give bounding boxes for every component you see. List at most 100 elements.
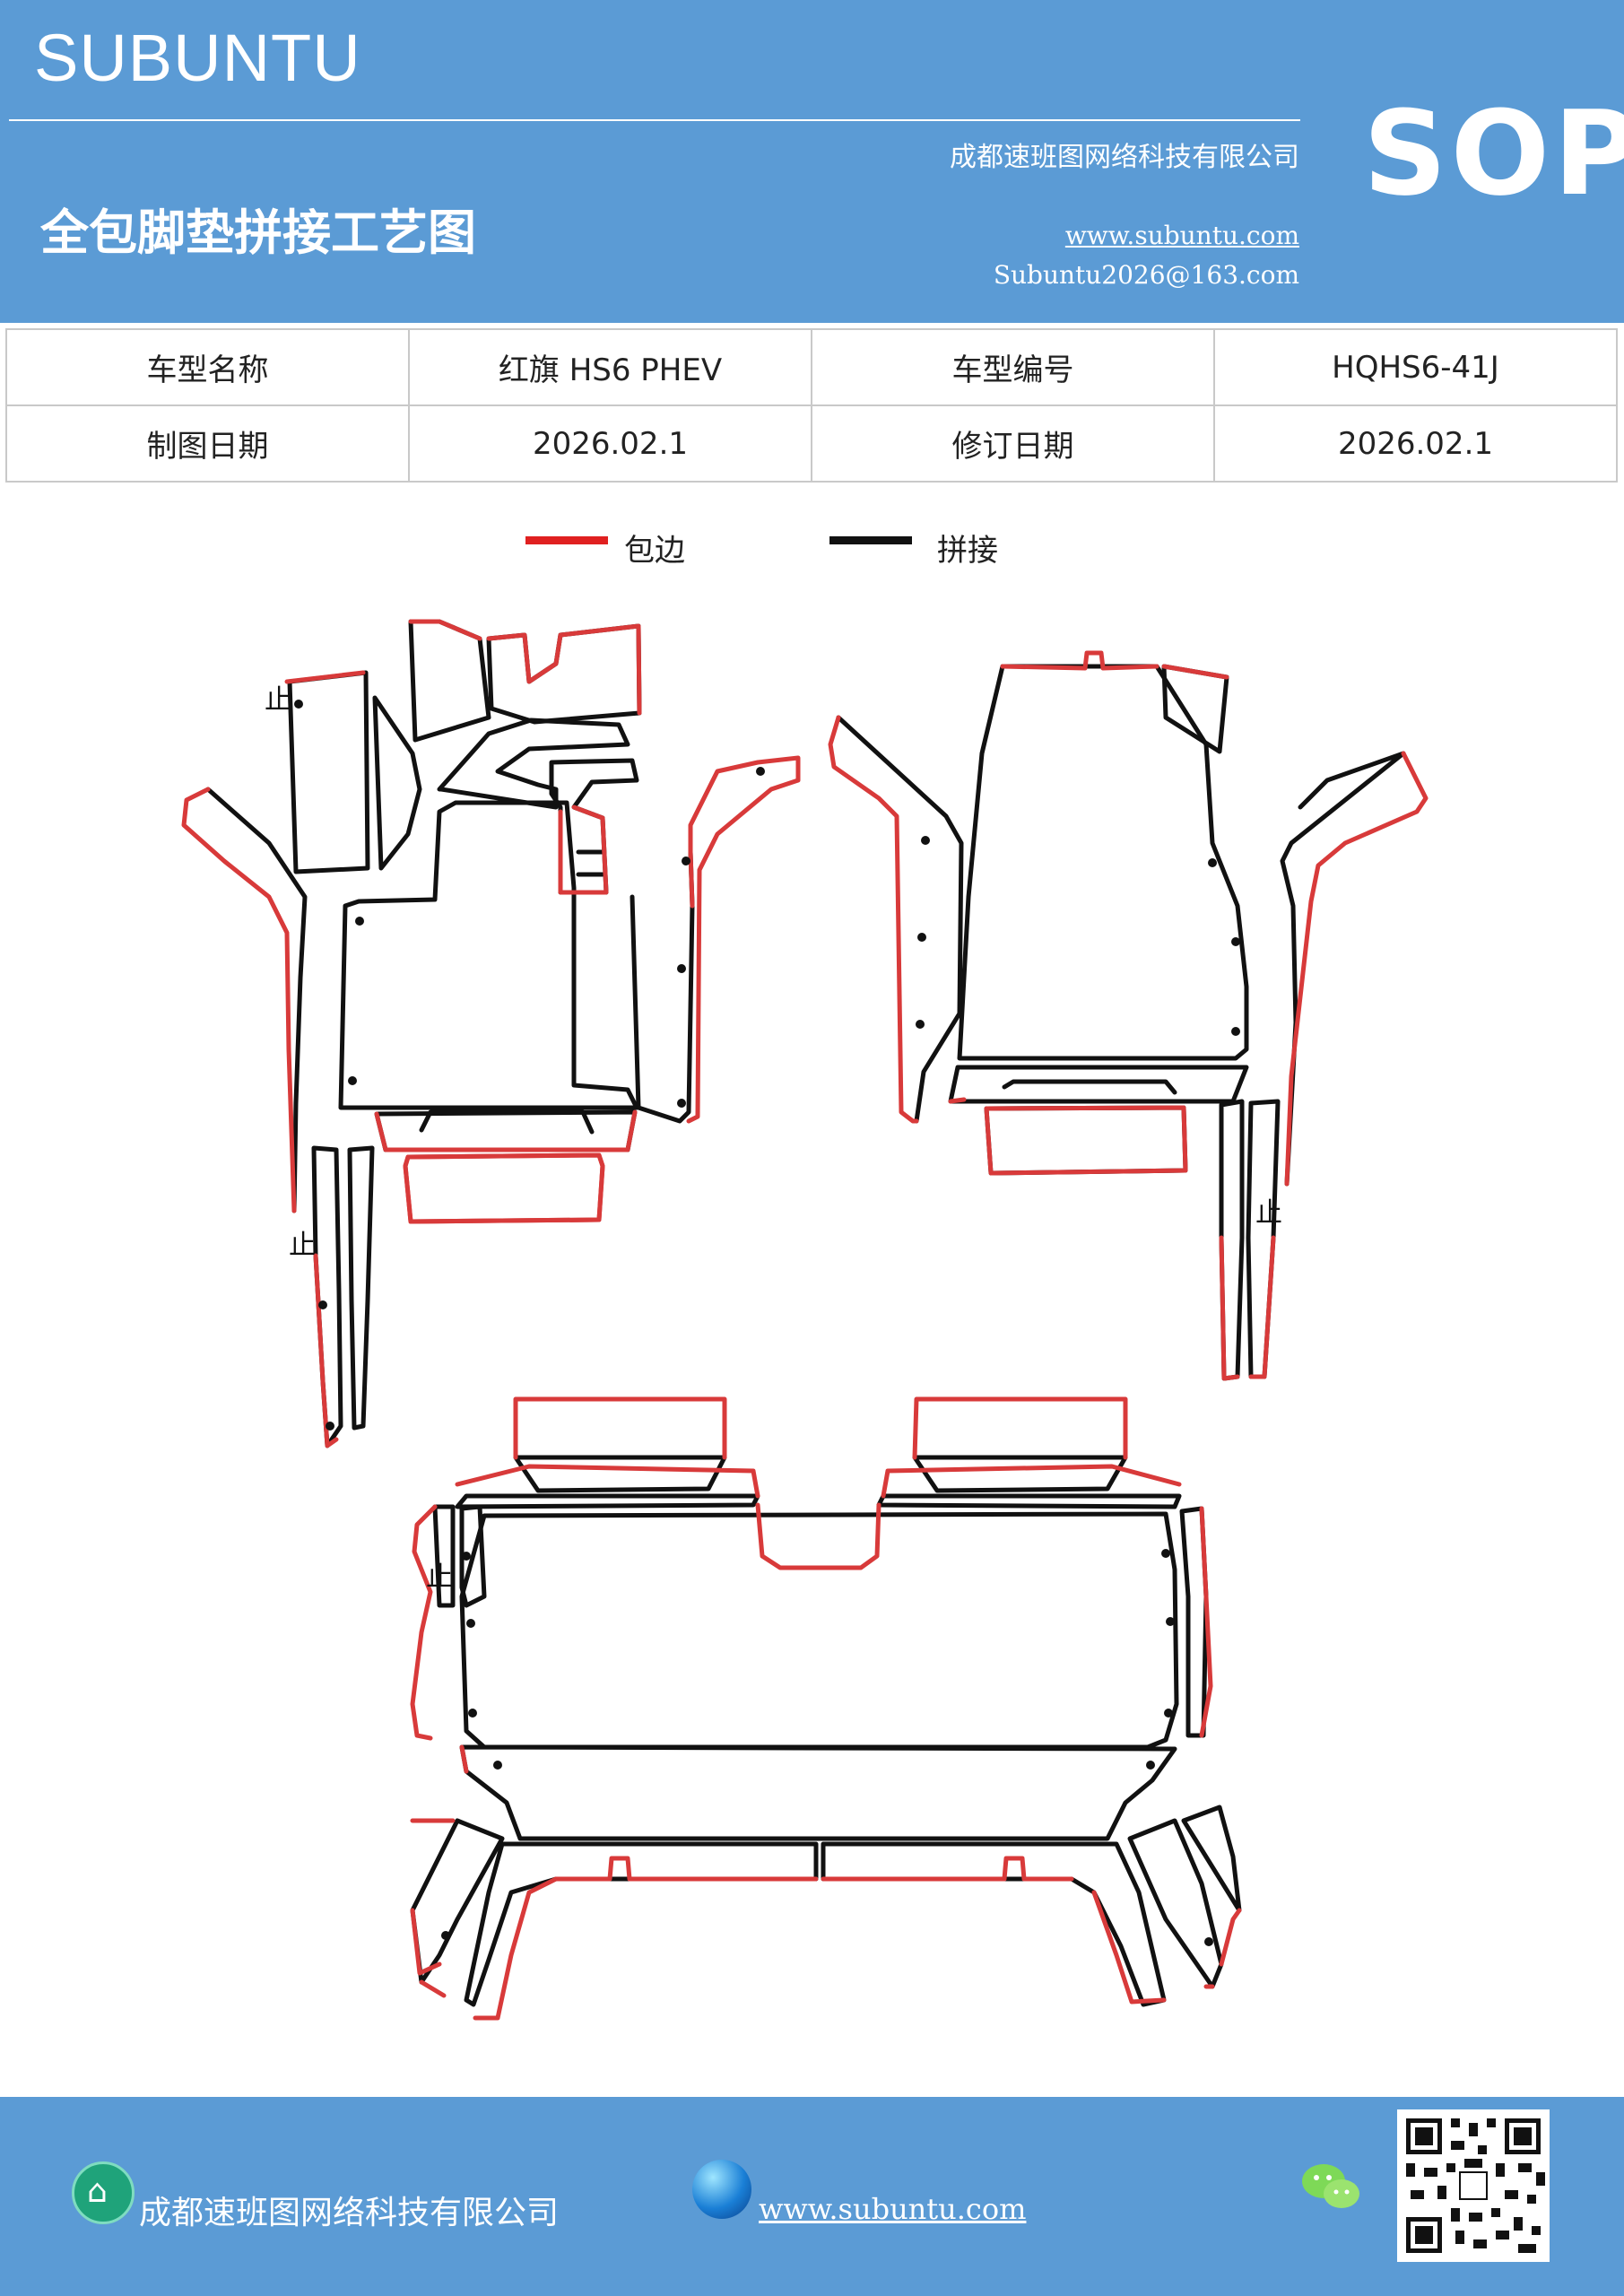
mat-piece-passenger-footrest — [1002, 1079, 1177, 1095]
edge-passenger-footrest — [948, 1097, 967, 1104]
edge-rear-top-left — [455, 1464, 760, 1499]
edge-driver-sill-strip — [313, 1253, 339, 1448]
marker-dot — [1208, 858, 1217, 867]
edge-rear-top-right — [881, 1464, 1182, 1499]
footer-website-link[interactable]: www.subuntu.com — [759, 2192, 1027, 2226]
marker-dot — [355, 917, 364, 926]
mat-piece-passenger-rear-pad — [984, 1105, 1188, 1176]
marker-dot — [441, 1931, 450, 1940]
vehicle-info-table: 车型名称 红旗 HS6 PHEV 车型编号 HQHS6-41J 制图日期 202… — [5, 328, 1618, 483]
mat-piece-driver-sill-long — [205, 787, 308, 1213]
marker-dot — [318, 1300, 327, 1309]
mat-piece-driver-link — [437, 718, 630, 810]
mat-piece-driver-sill-strip-2 — [347, 1145, 375, 1431]
marker-dot — [682, 857, 690, 865]
marker-dot — [1231, 937, 1240, 946]
edge-rear-lower — [459, 1744, 469, 1774]
mat-piece-driver-main — [338, 800, 639, 1110]
mat-piece-rear-left-strip — [432, 1504, 456, 1608]
mat-piece-rear-main — [459, 1511, 1179, 1750]
edge-driver-floor-bottom — [374, 1109, 638, 1152]
company-name: 成都速班图网络科技有限公司 — [950, 142, 1299, 173]
marker-dot — [756, 767, 765, 776]
mat-piece-rear-left-sill — [459, 1504, 487, 1608]
header-divider — [9, 119, 1300, 121]
qr-code[interactable] — [1397, 2109, 1550, 2262]
edge-driver-top-right — [486, 623, 642, 716]
mat-piece-passenger-main — [957, 664, 1249, 1061]
legend-label: 拼接 — [937, 533, 998, 569]
edge-rear-right-side — [1199, 1506, 1213, 1738]
contact-email[interactable]: Subuntu2026@163.com — [993, 260, 1299, 290]
legend-swatch-red — [525, 536, 608, 544]
mat-piece-passenger-right-sill — [1280, 751, 1406, 1187]
marker-dot — [1166, 1617, 1175, 1626]
mat-piece-passenger-upper-triangle — [1161, 664, 1229, 754]
edge-rear-bottom-right-outer — [1091, 1890, 1167, 2005]
edge-driver-rear-pad — [403, 1152, 605, 1224]
marker-dot — [917, 933, 926, 942]
mat-piece-rear-lower-band — [459, 1744, 1177, 1841]
brand-name: SUBUNTU — [34, 21, 361, 95]
table-cell: 车型名称 — [5, 328, 410, 406]
edge-rear-bottom-right — [821, 1856, 1074, 1882]
edge-passenger-sill-strip — [1219, 1235, 1240, 1381]
stop-mark: 止 — [426, 1561, 453, 1593]
floor-mat-diagram: 止 止 止 止 — [181, 619, 1429, 2021]
edge-rear-side-left — [410, 1818, 456, 1998]
table-cell: 车型编号 — [811, 328, 1215, 406]
mat-piece-driver-gas-pedal-inner — [576, 849, 605, 877]
marker-dots — [294, 700, 1240, 1946]
stop-mark: 止 — [265, 684, 291, 716]
mat-piece-driver-footrest — [419, 1109, 595, 1135]
wechat-icon[interactable] — [1300, 2160, 1363, 2213]
page-title: 全包脚垫拼接工艺图 — [40, 204, 476, 261]
table-cell: 2026.02.1 — [408, 404, 812, 483]
stop-mark: 止 — [289, 1230, 316, 1261]
edge-rear-left-side — [410, 1504, 438, 1741]
edge-passenger-left-sill — [828, 715, 919, 1124]
edge-driver-top-left — [408, 619, 482, 641]
marker-dot — [462, 1552, 471, 1561]
header-banner: SUBUNTU 成都速班图网络科技有限公司 全包脚垫拼接工艺图 www.subu… — [0, 0, 1624, 323]
edge-driver-sill — [181, 787, 297, 1213]
table-cell: 修订日期 — [811, 404, 1215, 483]
marker-dot — [677, 964, 686, 973]
marker-dot — [921, 836, 930, 845]
edge-passenger-upper-triangle — [1161, 664, 1229, 680]
marker-dot — [348, 1076, 357, 1085]
mat-piece-driver-top-right — [486, 623, 642, 725]
marker-dot — [326, 1422, 334, 1431]
marker-dot — [1164, 1709, 1173, 1718]
edge-driver-side-panel — [284, 670, 366, 684]
edge-rear-tunnel — [755, 1502, 881, 1570]
mat-piece-driver-triangle — [372, 695, 422, 871]
footer-company: 成都速班图网络科技有限公司 — [139, 2195, 560, 2231]
edge-passenger-sill-strip-2 — [1248, 1235, 1276, 1379]
mat-piece-rear-top-band-left — [455, 1493, 760, 1509]
building-icon: ⌂ — [72, 2161, 135, 2224]
mat-piece-rear-top-band-right — [876, 1493, 1182, 1509]
mat-piece-rear-headrest-left-base — [513, 1455, 727, 1493]
edge-passenger-right-sill — [1284, 751, 1429, 1187]
stop-mark: 止 — [1255, 1197, 1282, 1229]
globe-icon — [692, 2160, 751, 2219]
marker-dot — [294, 700, 303, 709]
edge-rear-bottom-left-outer — [473, 1876, 559, 2021]
website-link[interactable]: www.subuntu.com — [1064, 221, 1299, 250]
mat-piece-rear-side-right-2 — [1181, 1805, 1242, 1913]
edge-passenger-top — [1000, 650, 1159, 671]
mat-piece-driver-footrest-frame — [374, 1109, 638, 1152]
edge-driver-door — [686, 755, 801, 1124]
marker-dot — [493, 1761, 502, 1770]
table-cell: HQHS6-41J — [1213, 328, 1618, 406]
marker-dot — [677, 1099, 686, 1108]
mat-piece-driver-rear-pad — [403, 1152, 605, 1224]
mat-piece-rear-headrest-right-base — [912, 1455, 1128, 1493]
mat-piece-passenger-left-sill — [836, 715, 964, 1124]
marker-dot — [1231, 1027, 1240, 1036]
edge-rear-headrest-left — [513, 1396, 727, 1460]
mat-piece-rear-bottom-right — [821, 1841, 1167, 2007]
edge-passenger-rear-pad — [984, 1105, 1188, 1176]
mat-piece-rear-bottom-left — [464, 1841, 819, 2007]
